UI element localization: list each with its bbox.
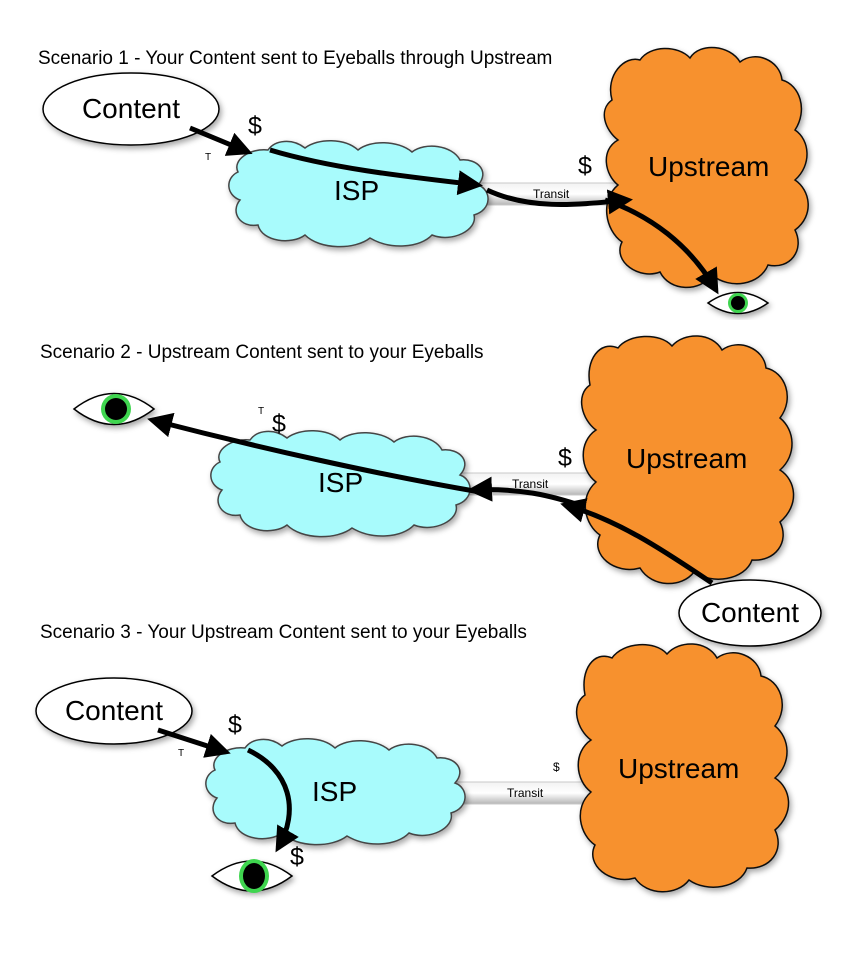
flow-arrow (467, 476, 586, 510)
flow-arrow (269, 147, 483, 196)
eyeball-icon (210, 859, 294, 893)
dollar-sign: $ (558, 444, 572, 472)
upstream-cloud (580, 335, 795, 585)
upstream-label: Upstream (618, 753, 739, 784)
dollar-sign: $ (553, 760, 560, 774)
scenario-3: Scenario 3 - Your Upstream Content sent … (35, 622, 790, 893)
flow-arrow (147, 412, 481, 495)
flow-arrow (157, 727, 231, 758)
content-source (678, 579, 822, 647)
content-label: Content (701, 597, 799, 628)
scenario-2-title: Scenario 2 - Upstream Content sent to yo… (40, 342, 484, 363)
isp-label: ISP (318, 467, 363, 498)
transit-label: Transit (533, 187, 570, 201)
isp-cloud (210, 430, 471, 538)
flow-arrow (560, 498, 714, 586)
eyeball-icon (706, 291, 770, 315)
transit-label: Transit (512, 477, 549, 491)
content-label: Content (65, 695, 163, 726)
scenario-2: Scenario 2 - Upstream Content sent to yo… (40, 335, 822, 647)
dollar-sign: $ (248, 112, 262, 140)
dollar-sign: $ (290, 843, 304, 871)
flow-arrow (189, 125, 253, 156)
eyeball-icon (72, 392, 156, 426)
t-mark: T (205, 152, 211, 163)
scenario-1: Scenario 1 - Your Content sent to Eyebal… (38, 46, 809, 315)
scenario-1-title: Scenario 1 - Your Content sent to Eyebal… (38, 48, 552, 69)
dollar-sign: $ (578, 152, 592, 180)
flow-arrow (604, 197, 719, 295)
dollar-sign: $ (272, 410, 286, 438)
transit-label: Transit (507, 786, 544, 800)
flow-arrow (246, 747, 299, 853)
isp-cloud (228, 140, 489, 248)
content-label: Content (82, 93, 180, 124)
upstream-label: Upstream (648, 151, 769, 182)
isp-label: ISP (334, 175, 379, 206)
scenario-3-title: Scenario 3 - Your Upstream Content sent … (40, 622, 527, 643)
t-mark: T (178, 748, 184, 759)
upstream-label: Upstream (626, 443, 747, 474)
t-mark: T (258, 406, 264, 417)
content-source (35, 677, 193, 745)
dollar-sign: $ (228, 711, 242, 739)
content-source (42, 72, 220, 146)
isp-label: ISP (312, 776, 357, 807)
upstream-cloud (575, 643, 790, 893)
